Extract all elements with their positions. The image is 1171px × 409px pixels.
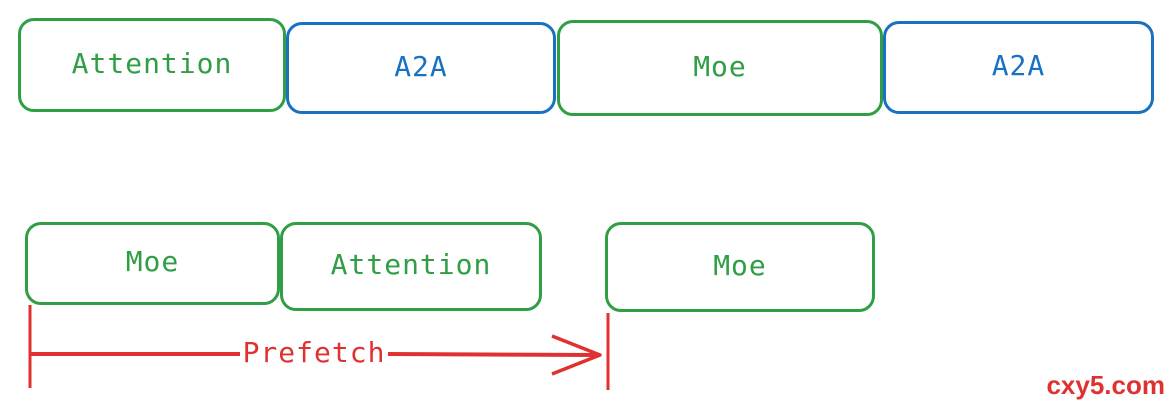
moe-block-row2-second: Moe [605,222,875,312]
a2a-block-row1-first: A2A [286,22,556,114]
prefetch-label: Prefetch [243,336,386,369]
prefetch-line-right [387,352,601,357]
arrowhead-icon [551,334,602,376]
block-label: Moe [713,248,767,282]
moe-block-row2-first: Moe [25,222,280,305]
block-label: Attention [71,46,233,80]
moe-block-row1: Moe [557,20,883,116]
block-label: Attention [330,248,492,281]
block-label: A2A [991,49,1046,82]
block-label: Moe [693,49,747,83]
block-label: A2A [394,49,448,83]
attention-block-row1: Attention [18,18,286,112]
watermark: cxy5.com [1046,370,1165,400]
attention-block-row2: Attention [280,222,542,311]
block-label: Moe [125,245,180,278]
a2a-block-row1-second: A2A [883,21,1154,114]
